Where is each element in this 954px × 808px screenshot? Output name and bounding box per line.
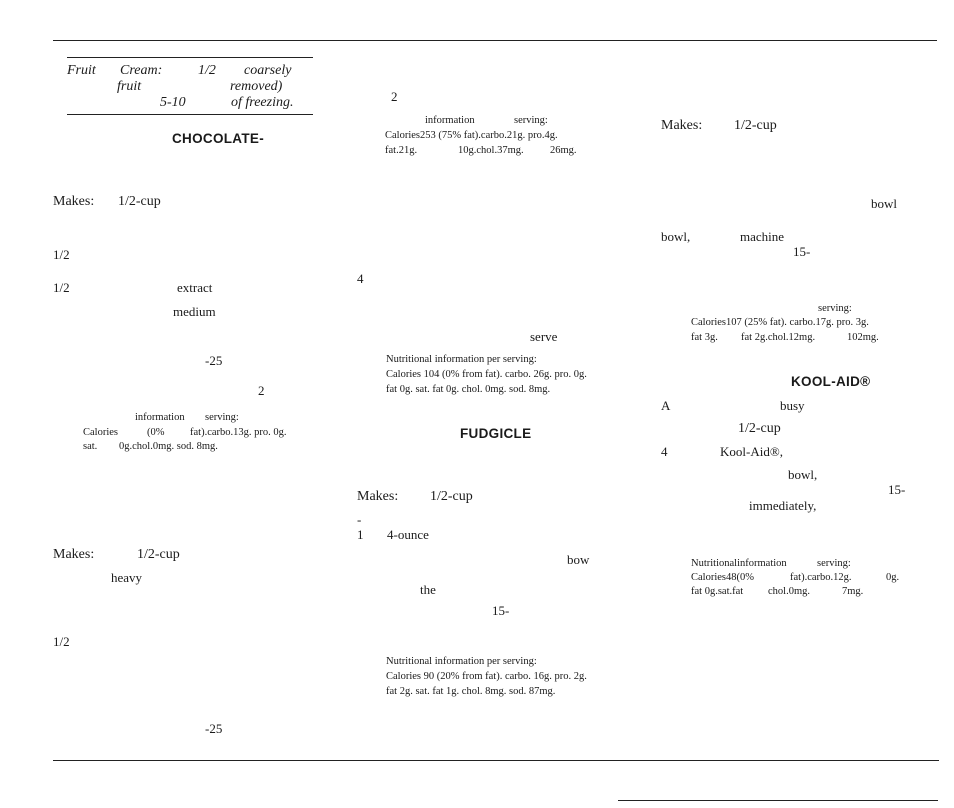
instruction-word: immediately, xyxy=(749,498,817,513)
instruction-word: bowl, xyxy=(788,467,818,482)
instruction-word: bow xyxy=(567,552,590,567)
step-number: -25 xyxy=(205,721,223,736)
nutrition-text: 26mg. xyxy=(550,145,577,156)
step-number: 4 xyxy=(357,271,364,286)
nutrition-text: fat 3g. xyxy=(691,332,718,343)
ingredient-number: 4 xyxy=(661,444,668,459)
step-number: 15- xyxy=(888,482,906,497)
nutrition-text: fat).carbo.12g. xyxy=(790,572,852,583)
nutrition-text: information xyxy=(425,115,475,126)
nutrition-text: serving: xyxy=(818,303,852,314)
nutrition-text: 10g.chol.37mg. xyxy=(458,145,524,156)
note-word: Cream: xyxy=(120,63,163,78)
instruction-word: busy xyxy=(780,398,805,413)
ingredient-word: heavy xyxy=(111,570,143,585)
instruction-word: bowl, xyxy=(661,229,691,244)
nutrition-text: serving: xyxy=(514,115,548,126)
nutrition-text: (0% xyxy=(147,427,165,438)
nutrition-text: Nutritional information per serving: xyxy=(386,354,537,365)
nutrition-text: fat).carbo.13g. pro. 0g. xyxy=(190,427,287,438)
makes-quantity: 1/2-cup xyxy=(137,547,180,562)
nutrition-text: information xyxy=(135,412,185,423)
recipe-heading-koolaid: KOOL-AID® xyxy=(791,374,871,389)
instruction-word: A xyxy=(661,398,671,413)
note-word: coarsely xyxy=(244,63,292,78)
ingredient-fraction: 1/2 xyxy=(53,634,70,649)
ingredient-word: extract xyxy=(177,280,213,295)
makes-label: Makes: xyxy=(661,118,703,133)
makes-quantity: 1/2-cup xyxy=(430,489,473,504)
note-word: Fruit xyxy=(67,63,96,78)
note-word: 5-10 xyxy=(160,95,186,110)
makes-label: Makes: xyxy=(357,489,399,504)
nutrition-text: fat 0g.sat.fat xyxy=(691,586,744,597)
ingredient-word: medium xyxy=(173,304,216,319)
ingredient-word: 4-ounce xyxy=(387,527,429,542)
ingredient-fraction: 1/2 xyxy=(53,247,70,262)
nutrition-text: Calories107 (25% fat). carbo.17g. pro. 3… xyxy=(691,317,869,328)
nutrition-text: 7mg. xyxy=(842,586,864,597)
instruction-word: machine xyxy=(740,229,785,244)
makes-label: Makes: xyxy=(53,547,95,562)
list-marker: - xyxy=(357,512,362,527)
note-word: removed) xyxy=(230,79,283,94)
instruction-word: the xyxy=(420,582,436,597)
nutrition-text: fat 0g. sat. fat 0g. chol. 0mg. sod. 8mg… xyxy=(386,384,551,395)
makes-quantity: 1/2-cup xyxy=(734,118,777,133)
step-number: -25 xyxy=(205,353,223,368)
nutrition-text: Calories48(0% xyxy=(691,572,754,583)
step-number: 2 xyxy=(391,89,398,104)
note-box-top-rule xyxy=(67,57,313,58)
ingredient-fraction: 1/2 xyxy=(53,280,70,295)
top-rule-left xyxy=(53,40,325,41)
note-word: of freezing. xyxy=(231,95,294,110)
makes-label: Makes: xyxy=(53,194,95,209)
makes-quantity: 1/2-cup xyxy=(738,421,781,436)
recipe-heading-chocolate: CHOCOLATE- xyxy=(172,131,264,146)
instruction-word: serve xyxy=(530,329,558,344)
bottom-rule xyxy=(53,760,939,761)
nutrition-text: fat 2g. sat. fat 1g. chol. 8mg. sod. 87m… xyxy=(386,686,556,697)
nutrition-text: Nutritionalinformation xyxy=(691,558,787,569)
note-word: 1/2 xyxy=(198,63,216,78)
instruction-word: bowl xyxy=(871,196,897,211)
nutrition-text: 0g.chol.0mg. sod. 8mg. xyxy=(119,441,218,452)
footer-rule xyxy=(618,800,938,801)
recipe-heading-fudgicle: FUDGICLE xyxy=(460,426,532,441)
nutrition-text: 102mg. xyxy=(847,332,879,343)
nutrition-text: Calories253 (75% fat).carbo.21g. pro.4g. xyxy=(385,130,558,141)
nutrition-text: Calories xyxy=(83,427,118,438)
step-number: 2 xyxy=(258,383,265,398)
note-box-bottom-rule xyxy=(67,114,313,115)
nutrition-text: serving: xyxy=(205,412,239,423)
nutrition-text: sat. xyxy=(83,441,98,452)
nutrition-text: Calories 104 (0% from fat). carbo. 26g. … xyxy=(386,369,587,380)
makes-quantity: 1/2-cup xyxy=(118,194,161,209)
step-number: 15- xyxy=(492,603,510,618)
ingredient-number: 1 xyxy=(357,527,364,542)
nutrition-text: Calories 90 (20% from fat). carbo. 16g. … xyxy=(386,671,587,682)
note-word: fruit xyxy=(117,79,142,94)
nutrition-text: chol.0mg. xyxy=(768,586,810,597)
top-rule-right xyxy=(325,40,937,41)
step-number: 15- xyxy=(793,244,811,259)
nutrition-text: fat.21g. xyxy=(385,145,418,156)
nutrition-text: serving: xyxy=(817,558,851,569)
ingredient-word: Kool-Aid®, xyxy=(720,444,783,459)
nutrition-text: Nutritional information per serving: xyxy=(386,656,537,667)
nutrition-text: fat 2g.chol.12mg. xyxy=(741,332,816,343)
nutrition-text: 0g. xyxy=(886,572,900,583)
